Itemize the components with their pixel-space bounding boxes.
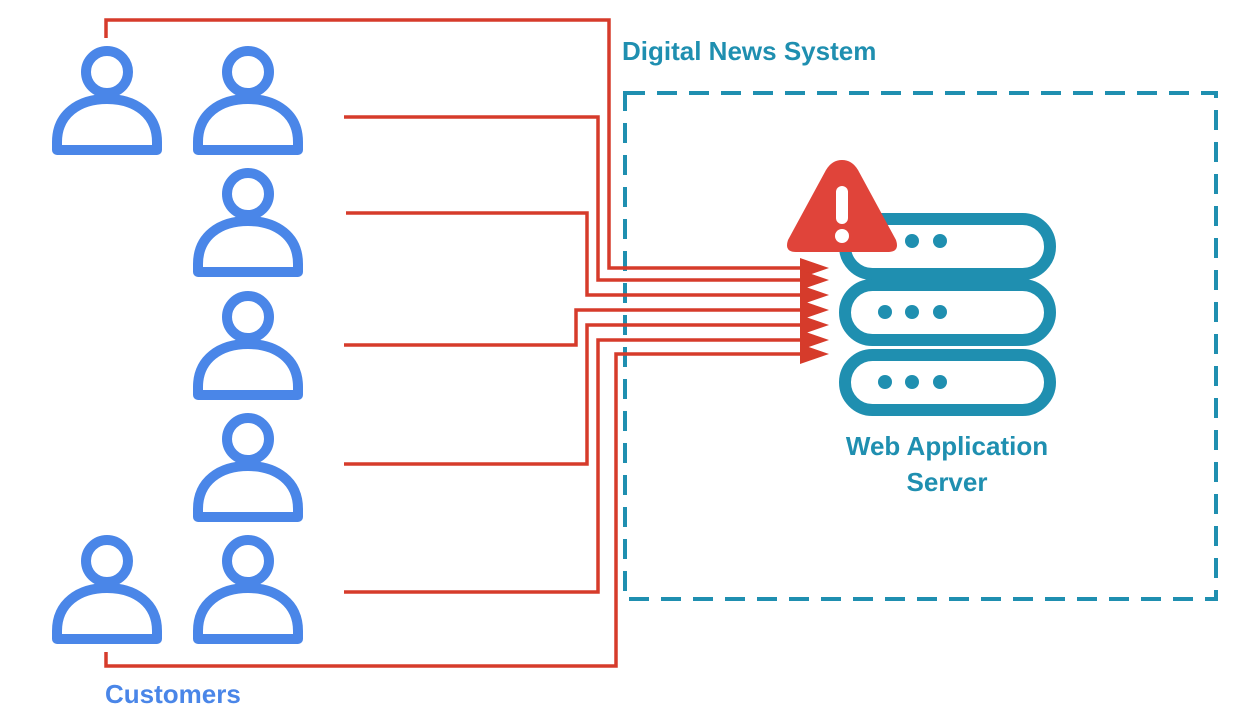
arrow-head [800,270,829,290]
person-icon [198,173,298,272]
system-boundary [623,91,1218,601]
connection-line [344,308,800,347]
connection-line [344,115,800,282]
system-title: Digital News System [622,36,877,66]
server-stack-icon [839,213,1056,416]
arrow-head [800,315,829,335]
connection-line [104,352,800,668]
person-icon [198,540,298,639]
arrow-head [800,344,829,364]
server-label-line1: Web Application [845,431,1049,461]
connection-line [104,18,800,270]
customer-group [57,51,298,639]
person-icon [198,296,298,395]
person-icon [198,418,298,517]
connection-line [346,211,800,297]
server-label-line2: Server [906,467,988,497]
arrow-head [800,285,829,305]
server-label: Web Application Server [836,428,1058,500]
connection-line [344,323,800,466]
arrow-head [800,300,829,320]
person-icon [57,51,157,150]
arrow-heads [800,258,829,364]
person-icon [57,540,157,639]
connection-lines [104,18,800,668]
warning-triangle-icon [787,160,897,252]
arrow-head [800,330,829,350]
connection-line [344,338,800,594]
person-icon [198,51,298,150]
customers-label: Customers [105,679,241,709]
